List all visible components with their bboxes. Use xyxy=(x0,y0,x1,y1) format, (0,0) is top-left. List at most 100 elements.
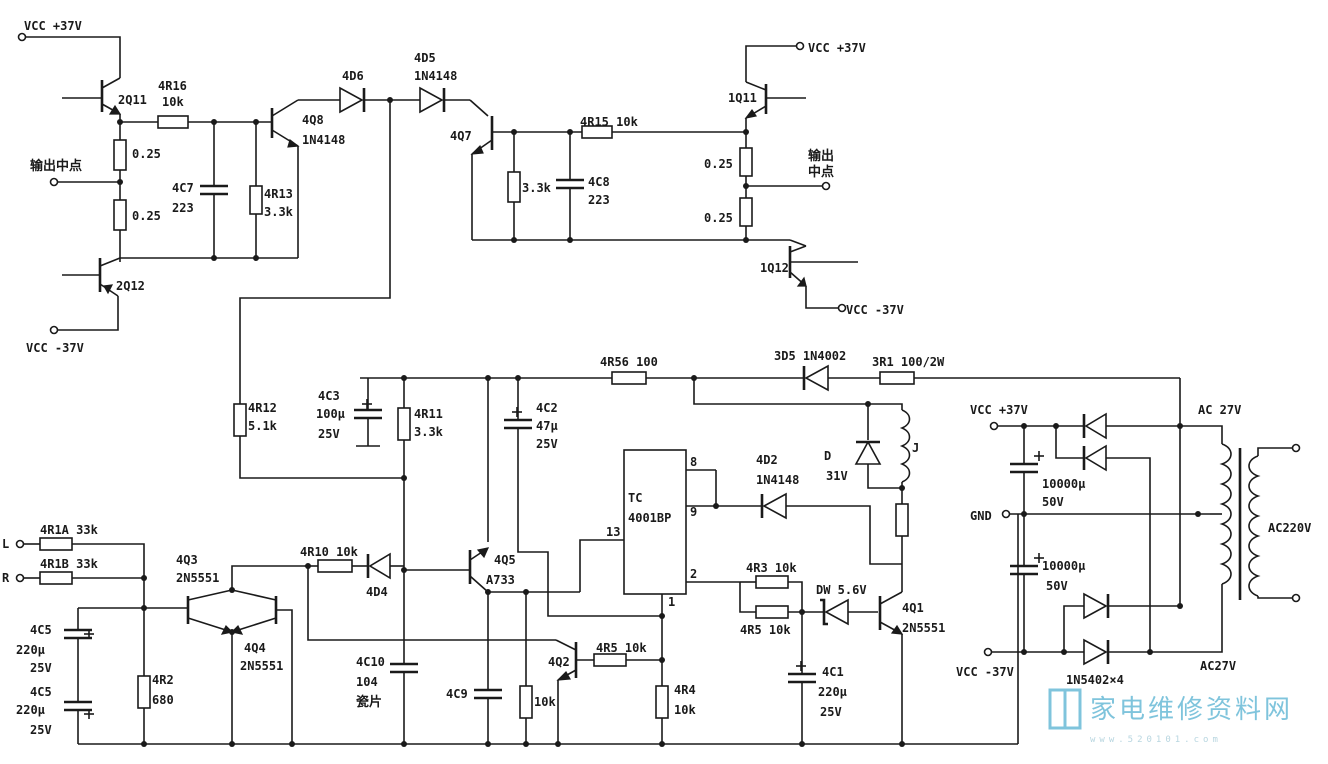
output-mid-terminal-right xyxy=(821,181,831,191)
label-4q1-value: 2N5551 xyxy=(902,621,945,635)
label-ac27-bot: AC27V xyxy=(1200,659,1236,673)
resistor-4r5-b xyxy=(755,605,789,619)
resistor-025-lower-left xyxy=(113,199,127,231)
label-10k: 10k xyxy=(534,695,556,709)
label-4q8-value: 1N4148 xyxy=(302,133,345,147)
label-vcc-pos-tr: VCC +37V xyxy=(808,41,866,55)
resistor-relay-series xyxy=(895,503,909,537)
label-ic-4001bp: 4001BP xyxy=(628,511,671,525)
label-4q2: 4Q2 xyxy=(548,655,570,669)
left-output-stage xyxy=(17,32,489,404)
label-4r5-a: 4R5 10k xyxy=(596,641,647,655)
label-4c8: 4C8 xyxy=(588,175,610,189)
vcc-neg-terminal-right xyxy=(837,303,847,313)
label-4c2-value2: 25V xyxy=(536,437,558,451)
label-4d5-value: 1N4148 xyxy=(414,69,457,83)
diode-d-31v xyxy=(854,440,882,465)
label-4r1a: 4R1A 33k xyxy=(40,523,99,537)
label-ac27-top: AC 27V xyxy=(1198,403,1241,417)
label-out-mid-r2: 中点 xyxy=(808,164,834,180)
label-out-mid-r1: 输出 xyxy=(808,148,834,164)
label-4c5-a: 4C5 xyxy=(30,623,52,637)
label-pin9: 9 xyxy=(690,505,697,519)
label-4r12-value: 5.1k xyxy=(248,419,278,433)
label-4c3: 4C3 xyxy=(318,389,340,403)
label-vcc-pos-tl: VCC +37V xyxy=(24,19,82,33)
label-025-d: 0.25 xyxy=(704,211,733,225)
label-4c5-b-value2: 25V xyxy=(30,723,52,737)
label-d: D xyxy=(824,449,831,463)
diode-bridge-3 xyxy=(1083,592,1108,620)
input-l-terminal xyxy=(15,539,25,549)
resistor-4r56 xyxy=(611,371,647,385)
labels: VCC +37V VCC -37V 输出中点 2Q11 2Q12 4R16 10… xyxy=(2,19,1311,745)
label-10000u-b-value2: 50V xyxy=(1046,579,1068,593)
label-10000u-b-value1: 10000μ xyxy=(1042,559,1085,573)
resistor-4r13 xyxy=(249,185,263,215)
label-4c3-value2: 25V xyxy=(318,427,340,441)
label-4c7-value: 223 xyxy=(172,201,194,215)
resistor-025-upper-left xyxy=(113,139,127,171)
label-4r4: 4R4 xyxy=(674,683,696,697)
resistor-4r5-a xyxy=(593,653,627,667)
ic-tc4001bp xyxy=(623,449,687,595)
label-4r10: 4R10 10k xyxy=(300,545,359,559)
output-mid-terminal-left xyxy=(49,177,59,187)
watermark-logo xyxy=(1048,688,1082,730)
vcc-neg-terminal-left xyxy=(49,325,59,335)
label-pin2: 2 xyxy=(690,567,697,581)
diode-4d6 xyxy=(339,86,364,114)
label-3r1: 3R1 100/2W xyxy=(872,355,945,369)
resistor-025-upper-right xyxy=(739,147,753,177)
input-r-terminal xyxy=(15,573,25,583)
vcc-pos-terminal-right xyxy=(795,41,805,51)
label-4q3-value: 2N5551 xyxy=(176,571,219,585)
label-4q4-value: 2N5551 xyxy=(240,659,283,673)
label-j: J xyxy=(912,441,919,455)
label-4r3: 4R3 10k xyxy=(746,561,797,575)
label-4r11-value: 3.3k xyxy=(414,425,444,439)
vcc-pos-terminal-ps xyxy=(989,421,999,431)
label-4c5-b-value1: 220μ xyxy=(16,703,45,717)
resistor-4r2 xyxy=(137,675,151,709)
resistor-4r3 xyxy=(755,575,789,589)
label-4r13: 4R13 xyxy=(264,187,293,201)
label-4c5-a-value1: 220μ xyxy=(16,643,45,657)
label-4c3-value1: 100μ xyxy=(316,407,345,421)
label-ac220: AC220V xyxy=(1268,521,1311,535)
resistor-3k3 xyxy=(507,171,521,203)
label-4c5-a-value2: 25V xyxy=(30,661,52,675)
resistor-4r10 xyxy=(317,559,353,573)
transformer-primary xyxy=(1248,455,1261,597)
label-4c5-b: 4C5 xyxy=(30,685,52,699)
label-4c9: 4C9 xyxy=(446,687,468,701)
label-4q8: 4Q8 xyxy=(302,113,324,127)
label-d-value: 31V xyxy=(826,469,848,483)
label-4c1: 4C1 xyxy=(822,665,844,679)
label-input-l: L xyxy=(2,537,9,551)
label-4c10: 4C10 xyxy=(356,655,385,669)
label-vcc-neg-bl: VCC -37V xyxy=(26,341,84,355)
resistor-10k xyxy=(519,685,533,719)
resistor-3r1 xyxy=(879,371,915,385)
label-4q7: 4Q7 xyxy=(450,129,472,143)
label-4d6: 4D6 xyxy=(342,69,364,83)
vcc-pos-terminal-left xyxy=(17,32,27,42)
label-watermark: 家电维修资料网 xyxy=(1090,695,1293,725)
label-4r2: 4R2 xyxy=(152,673,174,687)
label-4r1b: 4R1B 33k xyxy=(40,557,99,571)
label-025-a: 0.25 xyxy=(132,147,161,161)
label-4d4: 4D4 xyxy=(366,585,388,599)
label-025-c: 0.25 xyxy=(704,157,733,171)
diode-bridge-2 xyxy=(1084,444,1107,472)
label-4c8-value: 223 xyxy=(588,193,610,207)
label-4c1-value1: 220μ xyxy=(818,685,847,699)
label-1q12: 1Q12 xyxy=(760,261,789,275)
relay-coil-j xyxy=(899,409,911,483)
label-dw: DW 5.6V xyxy=(816,583,867,597)
resistor-4r16 xyxy=(157,115,189,129)
label-4r4-value: 10k xyxy=(674,703,696,717)
label-10000u-a-value2: 50V xyxy=(1042,495,1064,509)
label-4q5-value: A733 xyxy=(486,573,515,587)
